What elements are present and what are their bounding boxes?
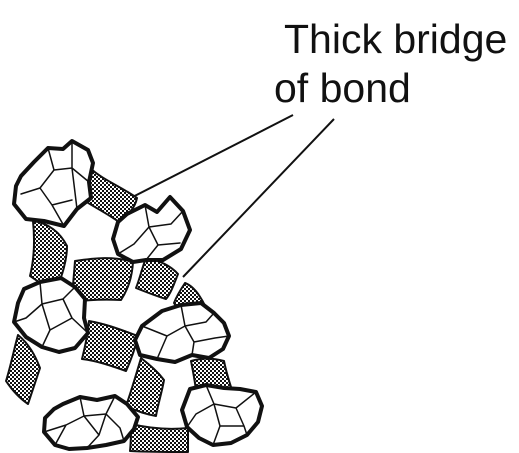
bond-bridge <box>6 335 40 404</box>
grain <box>182 385 262 445</box>
grain <box>135 303 229 362</box>
leader-line-lower <box>183 119 334 277</box>
annotation-line-2: of bond <box>274 65 411 111</box>
bond-bridge <box>82 321 138 371</box>
bond-bridge <box>130 424 188 452</box>
bond-bridge <box>136 258 178 299</box>
grain <box>14 141 93 226</box>
annotation-line-1: Thick bridge <box>284 16 507 62</box>
grain <box>44 396 138 449</box>
